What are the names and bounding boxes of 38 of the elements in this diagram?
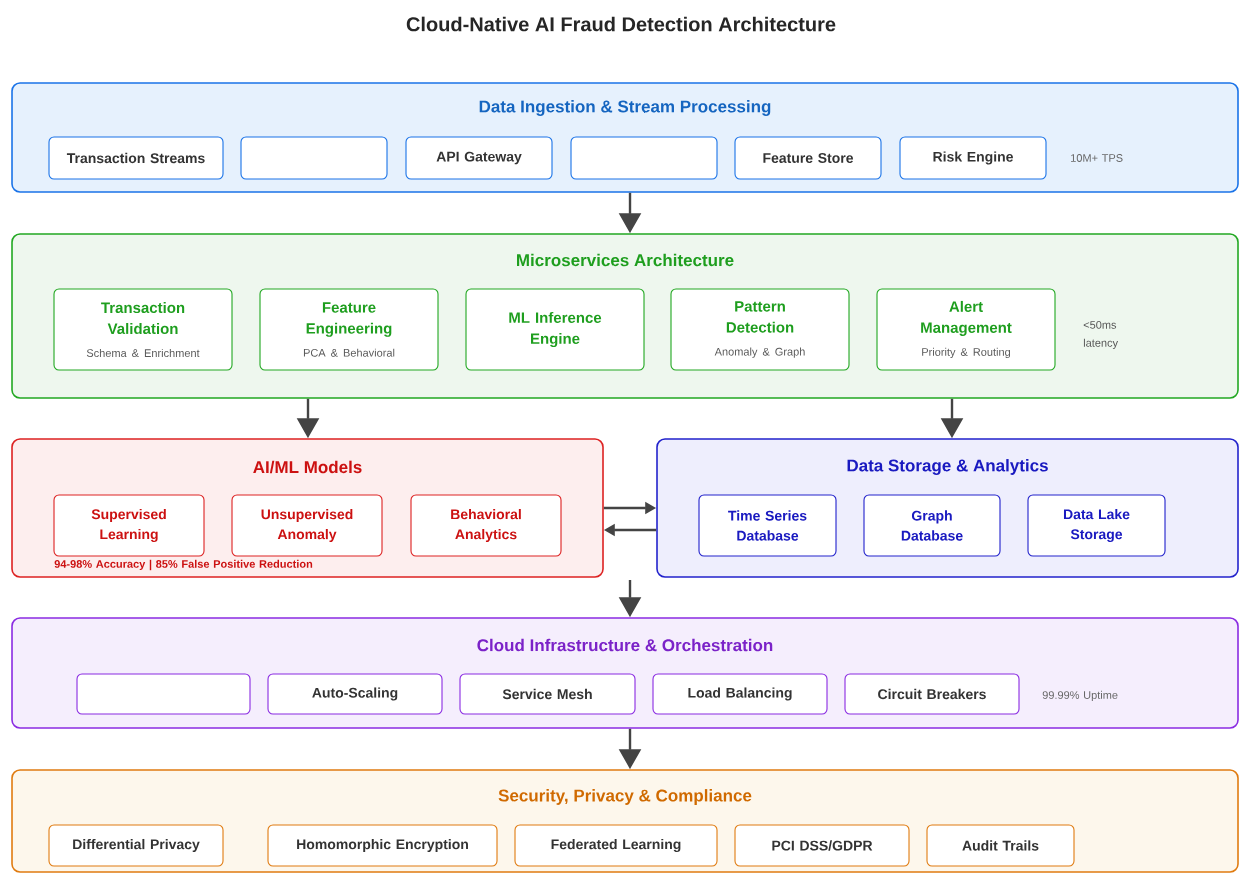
component-box: Transaction Streams (48, 136, 224, 180)
component-box: Service Mesh (459, 673, 636, 715)
section-title: Microservices Architecture (517, 253, 734, 267)
component-box: Homomorphic Encryption (267, 824, 498, 867)
component-box: Graph Database (863, 494, 1001, 557)
metric-text: <50ms latency (1083, 321, 1119, 349)
component-box (76, 673, 251, 715)
component-box: Behavioral Analytics (410, 494, 562, 557)
section-title: AI/ML Models (253, 460, 362, 474)
component-box: Load Balancing (652, 673, 828, 715)
component-box (240, 136, 388, 180)
metric-text: 94-98% Accuracy | 85% False Positive Reduction (54, 559, 313, 571)
component-box: Pattern Detection Anomaly & Graph (670, 288, 850, 371)
component-box: Circuit Breakers (844, 673, 1020, 715)
section-title: Data Ingestion & Stream Processing (479, 100, 771, 116)
component-box: ML Inference Engine (465, 288, 645, 371)
component-box: Feature Store (734, 136, 882, 180)
metric-text: 10M+ TPS (1071, 154, 1123, 162)
component-box (570, 136, 718, 180)
section-title: Security, Privacy & Compliance (498, 789, 752, 805)
component-box: Transaction Validation Schema & Enrichment (53, 288, 233, 371)
component-box: API Gateway (405, 136, 553, 180)
component-box: PCI DSS/GDPR (734, 824, 910, 867)
section-title: Data Storage & Analytics (847, 459, 1048, 475)
component-box: Audit Trails (926, 824, 1075, 867)
component-box: Unsupervised Anomaly (231, 494, 383, 557)
component-box: Supervised Learning (53, 494, 205, 557)
diagram-title: Cloud-Native AI Fraud Detection Architecture (406, 16, 836, 32)
metric-text: 99.99% Uptime (1042, 690, 1118, 702)
component-box: Differential Privacy (48, 824, 224, 867)
component-box: Auto-Scaling (267, 673, 443, 715)
component-box: Time Series Database (698, 494, 837, 557)
component-box: Alert Management Priority & Routing (876, 288, 1056, 371)
component-box: Federated Learning (514, 824, 718, 867)
component-box: Feature Engineering PCA & Behavioral (259, 288, 439, 371)
component-box: Risk Engine (899, 136, 1047, 180)
component-box: Data Lake Storage (1027, 494, 1166, 557)
section-title: Cloud Infrastructure & Orchestration (477, 638, 773, 652)
